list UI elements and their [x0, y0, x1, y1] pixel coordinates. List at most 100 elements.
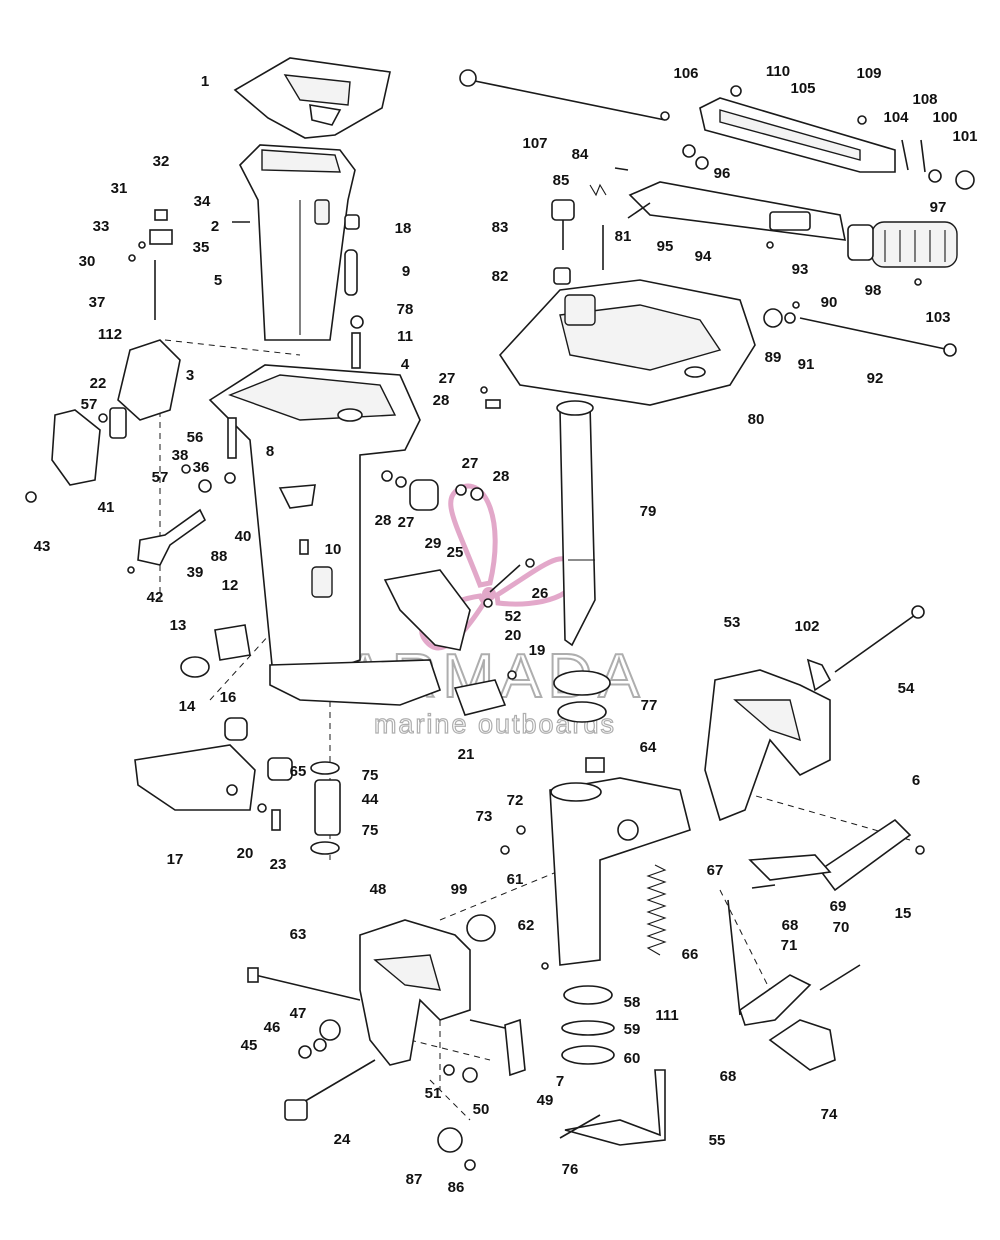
callout-28: 28: [493, 468, 510, 485]
callout-82: 82: [492, 268, 509, 285]
plate-6: [818, 818, 912, 892]
callout-48: 48: [370, 881, 387, 898]
lower-cover: [134, 744, 256, 811]
callout-46: 46: [264, 1019, 281, 1036]
callout-73: 73: [476, 808, 493, 825]
callout-16: 16: [220, 689, 237, 706]
tiller-grip: [847, 221, 958, 268]
callout-30: 30: [79, 253, 96, 270]
callout-76: 76: [562, 1161, 579, 1178]
callout-20: 20: [237, 845, 254, 862]
callout-27: 27: [462, 455, 479, 472]
callout-59: 59: [624, 1021, 641, 1038]
callout-111: 111: [655, 1007, 678, 1024]
callout-84: 84: [572, 146, 589, 163]
tiller-bracket: [699, 97, 896, 173]
rod-92: [799, 317, 957, 357]
callout-94: 94: [695, 248, 712, 265]
callout-109: 109: [856, 65, 881, 82]
callout-97: 97: [930, 199, 947, 216]
drive-shaft-housing: [208, 364, 442, 706]
callout-79: 79: [640, 503, 657, 520]
callout-6: 6: [912, 772, 920, 789]
callout-21: 21: [458, 746, 475, 763]
callout-74: 74: [821, 1106, 838, 1123]
callout-53: 53: [724, 614, 741, 631]
callout-85: 85: [553, 172, 570, 189]
callout-17: 17: [167, 851, 184, 868]
callout-5: 5: [214, 272, 222, 289]
callout-63: 63: [290, 926, 307, 943]
throttle-rod: [459, 69, 666, 121]
callout-12: 12: [222, 577, 239, 594]
callout-4: 4: [401, 356, 410, 373]
swivel-lower-housing: [549, 777, 691, 966]
callout-51: 51: [425, 1085, 442, 1102]
callout-57: 57: [152, 469, 169, 486]
clamp-bracket-right: [704, 669, 831, 822]
callout-20: 20: [505, 627, 522, 644]
callout-70: 70: [833, 919, 850, 936]
callout-99: 99: [451, 881, 468, 898]
callout-26: 26: [532, 585, 549, 602]
callout-96: 96: [714, 165, 731, 182]
callout-18: 18: [395, 220, 412, 237]
callout-56: 56: [187, 429, 204, 446]
callout-32: 32: [153, 153, 170, 170]
callout-11: 11: [397, 328, 413, 345]
callout-75: 75: [362, 822, 379, 839]
callout-40: 40: [235, 528, 252, 545]
hardware-small-parts: [25, 85, 975, 1171]
callout-24: 24: [334, 1131, 351, 1148]
callout-41: 41: [98, 499, 115, 516]
callout-68: 68: [720, 1068, 737, 1085]
callout-44: 44: [362, 791, 379, 808]
callout-88: 88: [211, 548, 228, 565]
callout-labels: 1234567891011121314151617181920202122232…: [34, 63, 978, 1196]
tiller-handle: [628, 181, 847, 241]
callout-57: 57: [81, 396, 98, 413]
tilt-linkage: [727, 854, 861, 1071]
callout-39: 39: [187, 564, 204, 581]
callout-29: 29: [425, 535, 442, 552]
callout-83: 83: [492, 219, 509, 236]
callout-34: 34: [194, 193, 211, 210]
callout-28: 28: [375, 512, 392, 529]
bolt-63: [247, 967, 361, 1001]
callout-106: 106: [673, 65, 698, 82]
callout-87: 87: [406, 1171, 423, 1188]
callout-101: 101: [952, 128, 977, 145]
callout-13: 13: [170, 617, 187, 634]
callout-89: 89: [765, 349, 782, 366]
bushings: [561, 985, 615, 1065]
spring-111: [646, 864, 667, 956]
gasket-plate: [233, 57, 391, 139]
callout-102: 102: [794, 618, 819, 635]
callout-22: 22: [90, 375, 107, 392]
lever-55: [559, 1069, 666, 1146]
callout-110: 110: [766, 63, 790, 80]
callout-92: 92: [867, 370, 884, 387]
callout-14: 14: [179, 698, 196, 715]
callout-8: 8: [266, 443, 274, 460]
callout-93: 93: [792, 261, 809, 278]
callout-71: 71: [781, 937, 798, 954]
callout-1: 1: [201, 73, 209, 90]
shaft-24: [284, 1059, 376, 1121]
exhaust-housing: [239, 144, 356, 341]
callout-19: 19: [529, 642, 546, 659]
callout-95: 95: [657, 238, 674, 255]
callout-108: 108: [912, 91, 937, 108]
callout-42: 42: [147, 589, 164, 606]
callout-27: 27: [398, 514, 415, 531]
callout-81: 81: [615, 228, 632, 245]
callout-58: 58: [624, 994, 641, 1011]
callout-55: 55: [709, 1132, 726, 1149]
callout-105: 105: [790, 80, 815, 97]
callout-36: 36: [193, 459, 210, 476]
callout-28: 28: [433, 392, 450, 409]
callout-23: 23: [270, 856, 287, 873]
callout-52: 52: [505, 608, 522, 625]
callout-2: 2: [211, 218, 219, 235]
